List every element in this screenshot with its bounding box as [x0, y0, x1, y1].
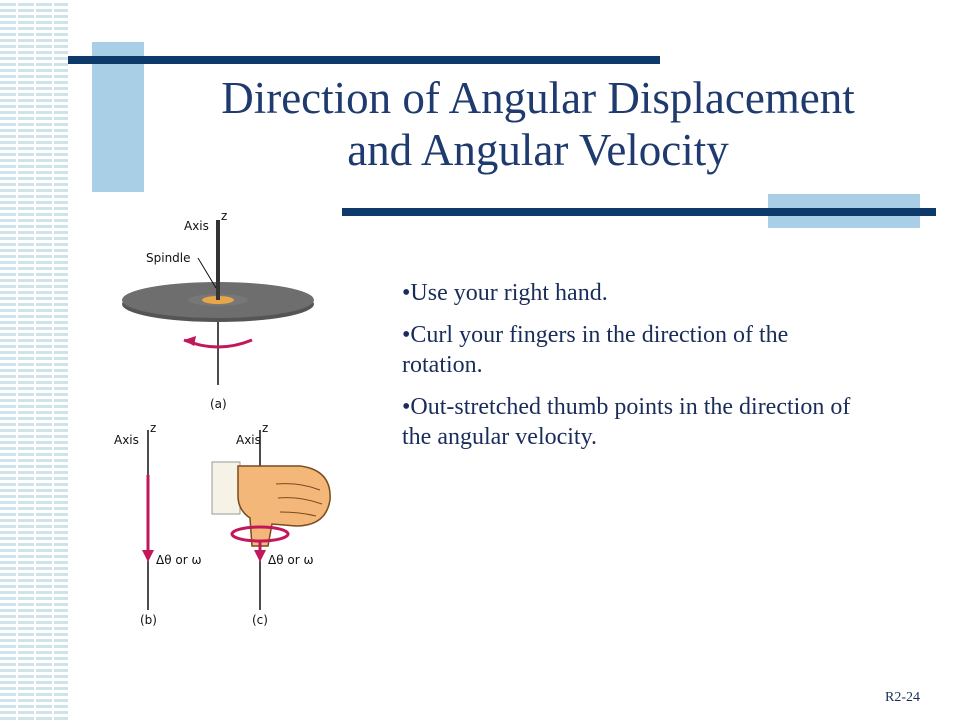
axis-label-a: Axis [184, 219, 209, 233]
slide-number: R2-24 [885, 690, 920, 705]
accent-block-left [92, 42, 144, 192]
vector-label-b: Δθ or ω [156, 553, 202, 567]
axis-label-c: Axis [236, 433, 261, 447]
vector-label-c: Δθ or ω [268, 553, 314, 567]
caption-b: (b) [140, 613, 157, 627]
bottom-rule [342, 208, 936, 216]
figure-b-vector: z Axis Δθ or ω (b) [114, 421, 202, 627]
bullet-item-1: •Use your right hand. [402, 280, 608, 306]
z-label-a: z [221, 209, 227, 223]
title-line-1: Direction of Angular Displacement [221, 73, 855, 123]
bullet-item-2: •Curl your fingers in the direction of t… [402, 322, 789, 378]
figure-c-hand: z Axis Δθ or ω (c) [211, 421, 331, 627]
left-stripe-decoration [0, 0, 68, 720]
axis-label-b: Axis [114, 433, 139, 447]
caption-c: (c) [252, 613, 268, 627]
z-label-c: z [262, 421, 268, 435]
z-label-b: z [150, 421, 156, 435]
figure-a-disk: z Axis Spindle (a) [122, 209, 314, 411]
spindle-label: Spindle [146, 251, 191, 265]
bullet-item-3: •Out-stretched thumb points in the direc… [402, 394, 851, 450]
title-line-2: and Angular Velocity [347, 125, 729, 175]
caption-a: (a) [210, 397, 227, 411]
bullet-list: •Use your right hand. •Curl your fingers… [402, 278, 852, 464]
right-hand-rule-figure: z Axis Spindle (a) z Axis Δθ or ω (b) [100, 200, 360, 645]
slide-title: Direction of Angular Displacement and An… [148, 72, 928, 176]
top-rule [68, 56, 660, 64]
